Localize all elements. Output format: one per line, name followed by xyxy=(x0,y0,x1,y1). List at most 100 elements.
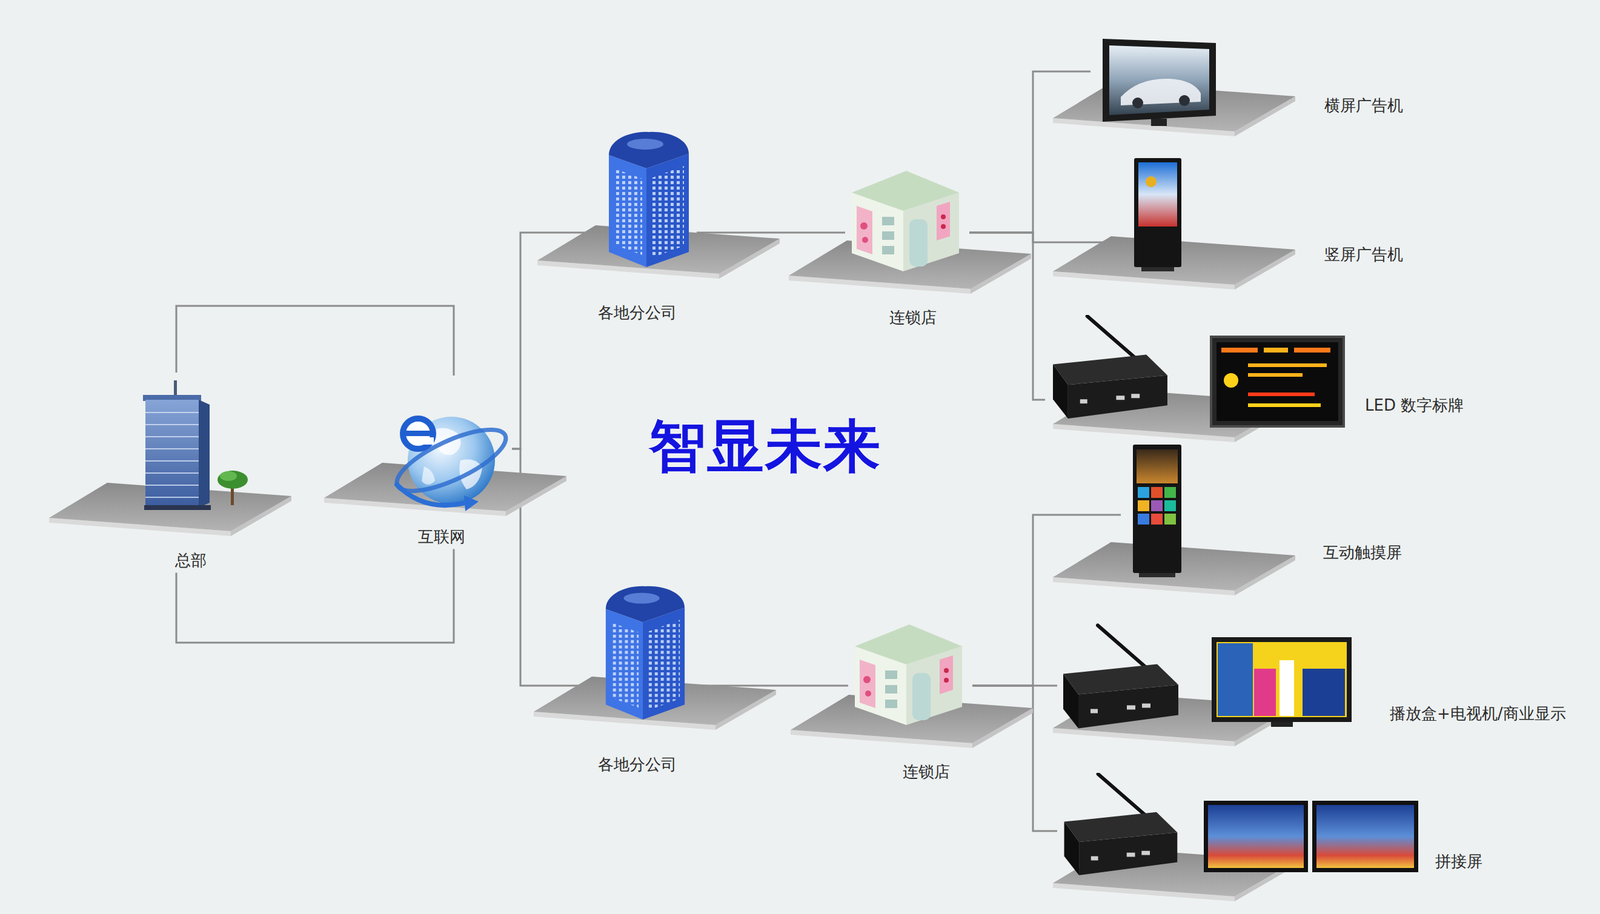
touch-kiosk-part xyxy=(1137,513,1150,525)
headquarters-building-part xyxy=(145,399,199,508)
node-label: 横屏广告机 xyxy=(1324,96,1404,116)
touch-kiosk-part xyxy=(1136,449,1178,484)
node-label: 竖屏广告机 xyxy=(1324,245,1404,265)
portrait-screen xyxy=(1134,158,1182,272)
touch-kiosk-part xyxy=(1151,500,1163,512)
node-label: 连锁店 xyxy=(889,308,937,328)
internet-globe-part xyxy=(396,484,466,506)
headquarters-building-part xyxy=(198,399,210,508)
headquarters-building xyxy=(142,380,211,511)
watermark: 智显未来 xyxy=(648,414,882,478)
node-label: 连锁店 xyxy=(902,762,950,782)
portrait-screen-part xyxy=(1145,176,1157,188)
headquarters-node: 总部 xyxy=(121,372,261,574)
player-box-tv-part xyxy=(1279,660,1295,717)
video-wall xyxy=(1064,774,1419,876)
led-signage-part xyxy=(1052,316,1168,419)
portrait-screen-part xyxy=(1134,158,1182,268)
player-box-tv xyxy=(1063,625,1352,729)
node-label: LED 数字标牌 xyxy=(1364,396,1464,415)
tree xyxy=(217,470,248,506)
chain-store-node: 连锁店 xyxy=(848,611,973,785)
node-label: 播放盒+电视机/商业显示 xyxy=(1389,704,1567,724)
branch-office-building-part xyxy=(605,586,685,720)
player-box-tv-part xyxy=(1216,642,1347,718)
landscape-screen-part xyxy=(1109,45,1210,116)
device-node: LED 数字标牌 xyxy=(1045,312,1467,434)
video-wall-part xyxy=(1312,800,1419,873)
branch-office-node: 各地分公司 xyxy=(595,578,697,778)
landscape-screen xyxy=(1102,38,1216,127)
device-node: 播放盒+电视机/商业显示 xyxy=(1057,620,1569,740)
touch-kiosk-part xyxy=(1137,500,1150,512)
connector-line xyxy=(176,549,454,643)
led-signage-part xyxy=(1221,347,1258,353)
connector-line xyxy=(969,232,1127,243)
led-signage-part xyxy=(1248,403,1321,408)
video-wall-part xyxy=(1203,800,1308,873)
portrait-screen-part xyxy=(1141,267,1175,272)
touch-kiosk-part xyxy=(1138,573,1176,578)
branch-office-node: 各地分公司 xyxy=(595,124,697,326)
led-signage-part xyxy=(1211,336,1344,427)
video-wall-part xyxy=(1316,805,1415,869)
device-node: 横屏广告机 xyxy=(1090,33,1406,140)
led-signage-part xyxy=(1223,373,1239,388)
connector-line xyxy=(176,305,454,376)
touch-kiosk-part xyxy=(1164,513,1176,525)
headquarters-building-part xyxy=(173,380,177,397)
internet-globe-part xyxy=(421,466,435,485)
touch-kiosk-part xyxy=(1151,513,1163,525)
internet-node: 互联网 xyxy=(393,375,512,550)
touch-kiosk-part xyxy=(1164,500,1176,512)
node-label: 拼接屏 xyxy=(1435,852,1483,872)
led-signage-part xyxy=(1248,363,1327,368)
platforms xyxy=(49,82,1296,902)
player-box-tv-part xyxy=(1063,625,1179,729)
node-label: 各地分公司 xyxy=(597,303,677,323)
internet-globe-part xyxy=(464,495,479,512)
node-label: 总部 xyxy=(175,551,207,571)
chain-store-node: 连锁店 xyxy=(845,160,970,331)
player-box-tv-part xyxy=(1217,643,1253,717)
device-node: 互动触摸屏 xyxy=(1120,439,1405,582)
device-node: 拼接屏 xyxy=(1057,770,1485,880)
chain-store-building-part xyxy=(854,624,963,726)
led-signage-part xyxy=(1248,373,1303,377)
touch-kiosk-part xyxy=(1132,444,1182,574)
connector-line xyxy=(972,514,1121,686)
led-signage xyxy=(1052,316,1344,427)
landscape-screen-part xyxy=(1178,95,1190,107)
node-label: 互动触摸屏 xyxy=(1323,543,1402,563)
led-signage-part xyxy=(1216,342,1339,422)
device-node: 竖屏广告机 xyxy=(1126,151,1406,291)
headquarters-building-part xyxy=(144,505,211,511)
chain-store-building-part xyxy=(851,170,960,272)
player-box-tv-part xyxy=(1302,668,1345,717)
led-signage-part xyxy=(1263,347,1288,353)
branch-office-building-part xyxy=(608,132,689,268)
video-wall-part xyxy=(1064,774,1178,876)
connector-line xyxy=(696,232,846,234)
headquarters-building-part xyxy=(145,401,199,508)
touch-kiosk-part xyxy=(1137,487,1150,498)
portrait-screen-part xyxy=(1138,162,1178,227)
internet-globe-part xyxy=(402,418,434,449)
touch-kiosk-part xyxy=(1151,487,1163,498)
player-box-tv-part xyxy=(1254,668,1276,717)
node-label: 互联网 xyxy=(418,527,466,547)
touch-kiosk xyxy=(1132,444,1182,578)
landscape-screen-part xyxy=(1102,38,1216,122)
led-signage-part xyxy=(1294,347,1331,353)
tree-part xyxy=(219,471,237,482)
tree-part xyxy=(217,470,248,489)
landscape-screen-part xyxy=(1151,118,1167,127)
led-signage-part xyxy=(1248,392,1315,397)
player-box-tv-part xyxy=(1211,637,1352,723)
internet-globe-part xyxy=(418,437,434,445)
internet-globe-part xyxy=(389,418,514,504)
internet-globe-part xyxy=(404,430,432,437)
internet-globe xyxy=(389,416,514,512)
node-label: 各地分公司 xyxy=(597,755,677,775)
